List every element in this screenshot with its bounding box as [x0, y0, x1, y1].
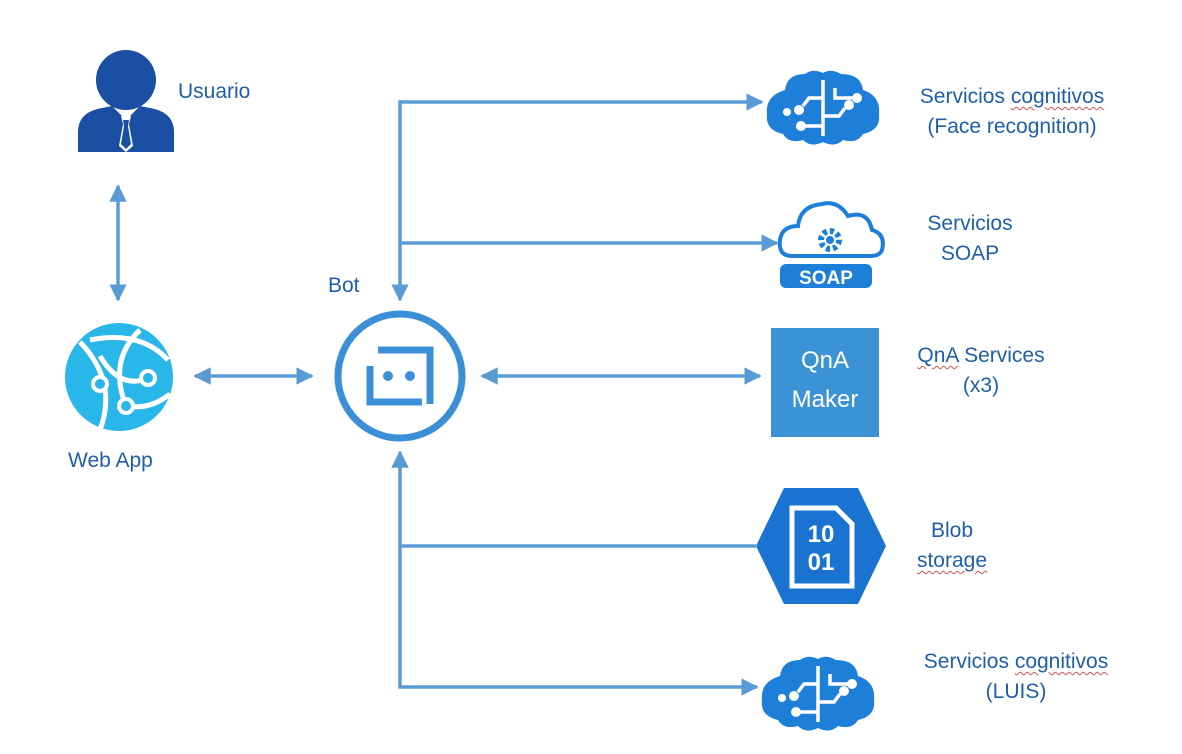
- user-label: Usuario: [178, 80, 251, 103]
- blob-line2: storage: [906, 546, 998, 576]
- bot-label: Bot: [328, 274, 360, 297]
- arrow-bot-cognitive-face: [391, 93, 764, 302]
- cognitive-face-line1: Servicios cognitivos: [908, 82, 1116, 112]
- blob-word2: storage: [916, 549, 988, 572]
- qna-line1: QnA Services: [906, 341, 1056, 371]
- qna-tile-line1: QnA: [801, 347, 849, 374]
- cognitive-luis-line2: (LUIS): [985, 680, 1047, 703]
- cognitive-face-label: Servicios cognitivos (Face recognition): [908, 82, 1116, 142]
- blob-icon-digits-2: 01: [808, 549, 835, 576]
- blob-line1: Blob: [930, 519, 974, 542]
- cognitive-face-word1: Servicios: [919, 85, 1011, 108]
- cognitive-face-word2: cognitivos: [1010, 85, 1105, 108]
- cognitive-luis-line1: Servicios cognitivos: [911, 647, 1121, 677]
- qna-maker-tile: [771, 328, 879, 437]
- soap-line2: SOAP: [940, 242, 1000, 265]
- qna-word1: QnA: [917, 344, 959, 367]
- blob-icon-digits-1: 10: [808, 521, 835, 548]
- cloud-gear-icon: [777, 201, 885, 288]
- soap-badge-text: SOAP: [799, 268, 853, 289]
- soap-label: Servicios SOAP: [910, 209, 1030, 269]
- brain-circuit-icon-luis: [761, 656, 875, 731]
- arrow-bot-cognitive-luis: [391, 450, 759, 696]
- soap-line1: Servicios: [927, 212, 1013, 235]
- bot-icon: [334, 310, 466, 442]
- qna-word2: Services: [958, 344, 1045, 367]
- connectors: [109, 93, 779, 696]
- cognitive-face-line2: (Face recognition): [927, 115, 1097, 138]
- qna-tile-line2: Maker: [792, 386, 859, 413]
- blob-label: Blob storage: [906, 516, 998, 576]
- qna-line2: (x3): [962, 374, 1000, 397]
- cognitive-luis-word2: cognitivos: [1014, 650, 1109, 673]
- brain-circuit-icon: [766, 70, 880, 145]
- web-app-label: Web App: [68, 449, 153, 472]
- user-icon: [78, 50, 174, 152]
- blob-storage-icon: [756, 488, 886, 604]
- cognitive-luis-label: Servicios cognitivos (LUIS): [911, 647, 1121, 707]
- cognitive-luis-word1: Servicios: [923, 650, 1015, 673]
- web-app-globe-icon: [65, 323, 173, 431]
- qna-label: QnA Services (x3): [906, 341, 1056, 401]
